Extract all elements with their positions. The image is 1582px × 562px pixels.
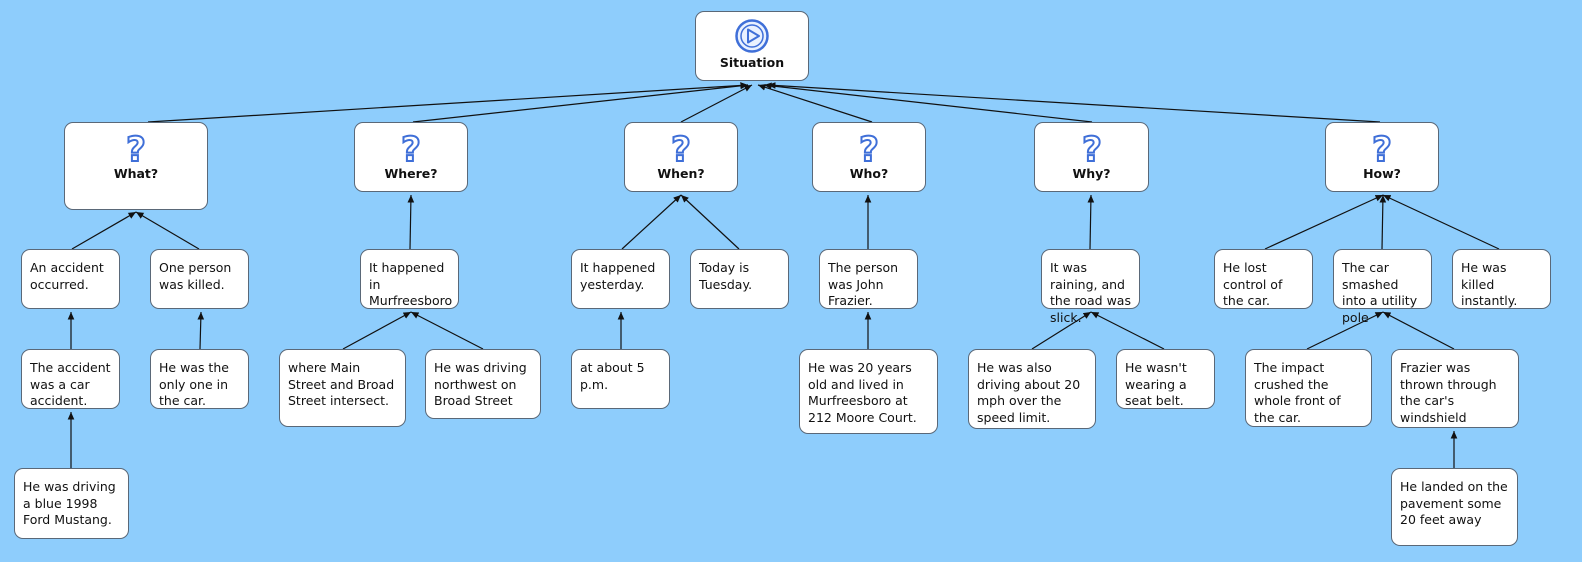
- svg-text:?: ?: [671, 132, 691, 164]
- answer-node[interactable]: He was driving northwest on Broad Street: [425, 349, 541, 419]
- answer-text: He was killed instantly.: [1461, 260, 1518, 308]
- question-node-why[interactable]: ? Why?: [1034, 122, 1149, 192]
- answer-node[interactable]: He was 20 years old and lived in Murfree…: [799, 349, 938, 434]
- answer-node[interactable]: He was killed instantly.: [1452, 249, 1551, 309]
- connector-arrow: [135, 211, 200, 250]
- question-label: Who?: [849, 166, 889, 181]
- question-label: When?: [657, 166, 705, 181]
- play-icon: [735, 19, 769, 53]
- answer-node[interactable]: Frazier was thrown through the car's win…: [1391, 349, 1519, 428]
- answer-text: Frazier was thrown through the car's win…: [1400, 360, 1497, 425]
- question-label: What?: [113, 166, 159, 181]
- question-node-who[interactable]: ? Who?: [812, 122, 926, 192]
- answer-node[interactable]: He was also driving about 20 mph over th…: [968, 349, 1096, 429]
- question-icon: ?: [1081, 132, 1103, 164]
- connector-arrow: [1379, 194, 1387, 250]
- question-icon: ?: [670, 132, 692, 164]
- answer-text: One person was killed.: [159, 260, 232, 292]
- answer-node[interactable]: He landed on the pavement some 20 feet a…: [1391, 468, 1518, 546]
- question-icon: ?: [858, 132, 880, 164]
- answer-node[interactable]: at about 5 p.m.: [571, 349, 670, 409]
- answer-text: It was raining, and the road was slick.: [1050, 260, 1131, 325]
- answer-node[interactable]: He lost control of the car.: [1214, 249, 1313, 309]
- connector-arrow: [410, 311, 484, 350]
- answer-text: He was also driving about 20 mph over th…: [977, 360, 1081, 425]
- connector-arrow: [680, 84, 753, 123]
- svg-text:?: ?: [859, 132, 879, 164]
- connector-arrow: [621, 194, 682, 250]
- answer-text: He was driving a blue 1998 Ford Mustang.: [23, 479, 116, 527]
- question-node-how[interactable]: ? How?: [1325, 122, 1439, 192]
- answer-node[interactable]: The accident was a car accident.: [21, 349, 120, 409]
- answer-text: The impact crushed the whole front of th…: [1254, 360, 1341, 425]
- connector-arrow: [197, 311, 205, 350]
- answer-text: He landed on the pavement some 20 feet a…: [1400, 479, 1508, 527]
- connector-arrow: [407, 194, 415, 250]
- answer-node[interactable]: where Main Street and Broad Street inter…: [279, 349, 406, 427]
- question-node-when[interactable]: ? When?: [624, 122, 738, 192]
- answer-text: He was driving northwest on Broad Street: [434, 360, 527, 408]
- connector-arrow: [757, 84, 873, 123]
- answer-text: He wasn't wearing a seat belt.: [1125, 360, 1187, 408]
- question-label: Where?: [384, 166, 438, 181]
- answer-node[interactable]: Today is Tuesday.: [690, 249, 789, 309]
- answer-node[interactable]: An accident occurred.: [21, 249, 120, 309]
- answer-node[interactable]: It happened in Murfreesboro: [360, 249, 459, 309]
- answer-text: where Main Street and Broad Street inter…: [288, 360, 395, 408]
- connector-arrow: [71, 211, 137, 250]
- svg-text:?: ?: [1082, 132, 1102, 164]
- question-label: How?: [1363, 166, 1401, 181]
- answer-text: It happened in Murfreesboro: [369, 260, 453, 308]
- answer-node[interactable]: One person was killed.: [150, 249, 249, 309]
- svg-text:?: ?: [401, 132, 421, 164]
- connector-arrow: [767, 82, 1381, 123]
- connector-arrow: [1264, 194, 1384, 250]
- svg-text:?: ?: [126, 132, 146, 164]
- answer-node[interactable]: He wasn't wearing a seat belt.: [1116, 349, 1215, 409]
- question-icon: ?: [400, 132, 422, 164]
- answer-text: It happened yesterday.: [580, 260, 656, 292]
- answer-node[interactable]: It was raining, and the road was slick.: [1041, 249, 1140, 325]
- question-node-where[interactable]: ? Where?: [354, 122, 468, 192]
- answer-text: He was 20 years old and lived in Murfree…: [808, 360, 917, 425]
- answer-text: He lost control of the car.: [1223, 260, 1283, 308]
- answer-node[interactable]: He was driving a blue 1998 Ford Mustang.: [14, 468, 129, 539]
- answer-text: The accident was a car accident.: [30, 360, 111, 408]
- answer-text: The car smashed into a utility pole: [1342, 260, 1418, 325]
- answer-node[interactable]: The car smashed into a utility pole: [1333, 249, 1432, 325]
- situation-node[interactable]: Situation: [695, 11, 809, 81]
- question-icon: ?: [125, 132, 147, 164]
- question-label: Why?: [1072, 166, 1111, 181]
- connector-arrow: [1087, 194, 1095, 250]
- answer-text: at about 5 p.m.: [580, 360, 645, 392]
- situation-label: Situation: [719, 55, 785, 70]
- connector-arrow: [412, 82, 749, 123]
- question-icon: ?: [1371, 132, 1393, 164]
- svg-text:?: ?: [1372, 132, 1392, 164]
- connector-arrow: [1382, 194, 1500, 250]
- answer-node[interactable]: He was the only one in the car.: [150, 349, 249, 409]
- answer-text: An accident occurred.: [30, 260, 104, 292]
- answer-node[interactable]: It happened yesterday.: [571, 249, 670, 309]
- answer-text: He was the only one in the car.: [159, 360, 229, 408]
- question-node-what[interactable]: ? What?: [64, 122, 208, 210]
- connector-arrow: [342, 311, 412, 350]
- connector-arrow: [763, 82, 1093, 123]
- connector-arrow: [680, 194, 740, 250]
- answer-node[interactable]: The person was John Frazier.: [819, 249, 918, 309]
- answer-text: Today is Tuesday.: [699, 260, 753, 292]
- answer-text: The person was John Frazier.: [828, 260, 899, 308]
- connector-arrow: [147, 82, 749, 123]
- answer-node[interactable]: The impact crushed the whole front of th…: [1245, 349, 1372, 427]
